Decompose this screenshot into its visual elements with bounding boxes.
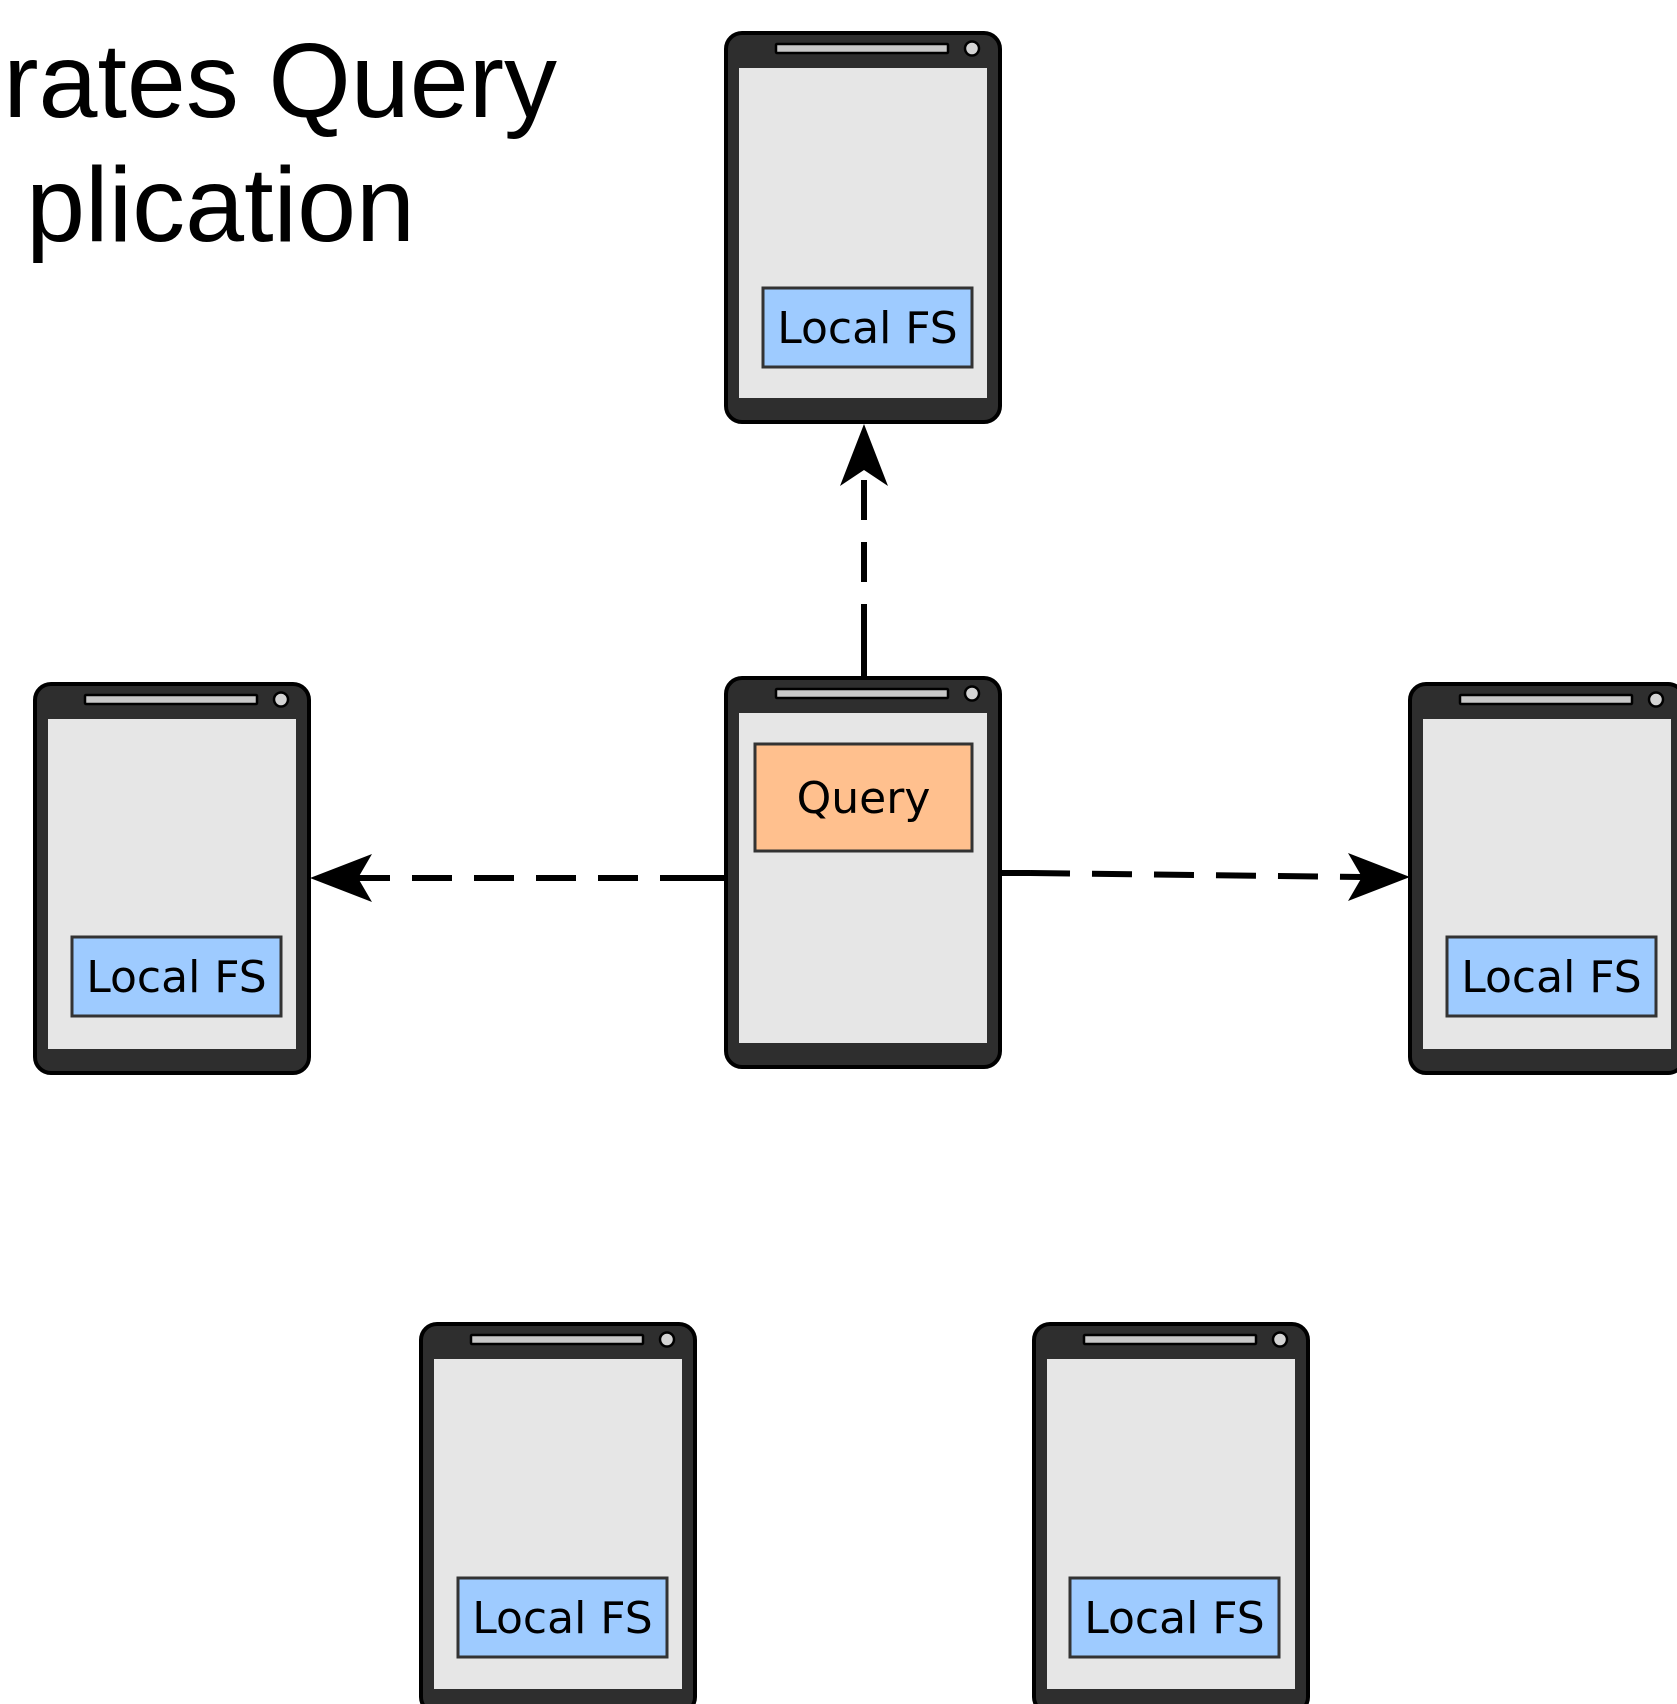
camera-icon <box>658 1331 676 1348</box>
query-box: Query <box>753 742 974 853</box>
camera-icon <box>1647 691 1665 708</box>
local-fs-box: Local FS <box>761 286 974 369</box>
local-fs-box: Local FS <box>1445 935 1658 1018</box>
camera-icon <box>272 691 290 708</box>
edge-center-to-top <box>840 424 888 678</box>
camera-icon <box>963 685 981 702</box>
title-line-2: plication <box>26 146 415 264</box>
device-top: Local FS <box>724 31 1002 424</box>
query-label: Query <box>797 773 931 824</box>
device-center: Query <box>724 676 1002 1069</box>
local-fs-label: Local FS <box>777 303 958 354</box>
device-left: Local FS <box>33 682 311 1075</box>
title-line-1: rates Query <box>3 22 557 140</box>
arrowhead-right-icon <box>1348 853 1410 901</box>
speaker-grille <box>83 693 259 706</box>
device-bottom-right: Local FS <box>1032 1322 1310 1704</box>
local-fs-box: Local FS <box>70 935 283 1018</box>
speaker-grille <box>774 42 950 55</box>
arrowhead-left-icon <box>310 854 372 902</box>
arrowhead-up-icon <box>840 424 888 486</box>
device-bottom-left: Local FS <box>419 1322 697 1704</box>
camera-icon <box>963 40 981 57</box>
speaker-grille <box>469 1333 645 1346</box>
local-fs-label: Local FS <box>1084 1593 1265 1644</box>
camera-icon <box>1271 1331 1289 1348</box>
speaker-grille <box>1082 1333 1258 1346</box>
device-right: Local FS <box>1408 682 1677 1075</box>
local-fs-box: Local FS <box>1068 1576 1281 1659</box>
local-fs-label: Local FS <box>86 952 267 1003</box>
edge-center-to-left <box>310 854 736 902</box>
local-fs-label: Local FS <box>1461 952 1642 1003</box>
speaker-grille <box>1458 693 1634 706</box>
speaker-grille <box>774 687 950 700</box>
local-fs-box: Local FS <box>456 1576 669 1659</box>
local-fs-label: Local FS <box>472 1593 653 1644</box>
edge-center-to-right <box>1002 853 1410 901</box>
